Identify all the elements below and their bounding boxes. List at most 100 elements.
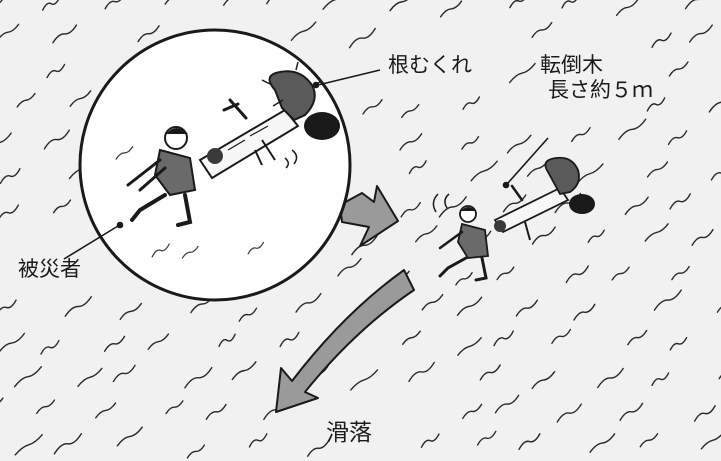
hatch-stroke bbox=[576, 163, 604, 184]
hatch-stroke bbox=[639, 433, 659, 448]
hatch-stroke bbox=[400, 201, 421, 218]
hatch-stroke bbox=[147, 333, 170, 350]
hatch-stroke bbox=[561, 0, 577, 9]
hatch-stroke bbox=[646, 161, 669, 178]
hatch-stroke bbox=[186, 444, 206, 459]
hatch-stroke bbox=[362, 98, 383, 115]
hatch-stroke bbox=[515, 299, 539, 317]
motion-marks bbox=[284, 149, 450, 213]
root-upturn-label: 根むくれ bbox=[388, 53, 472, 77]
hatch-stroke bbox=[470, 160, 498, 182]
hatch-stroke bbox=[669, 336, 688, 351]
hatch-stroke bbox=[0, 0, 3, 4]
hatch-stroke bbox=[165, 400, 184, 415]
hatch-stroke bbox=[671, 265, 690, 281]
hatch-stroke bbox=[350, 369, 379, 391]
hatch-stroke bbox=[307, 439, 330, 457]
hatch-stroke bbox=[551, 328, 572, 345]
slide-arrow bbox=[275, 269, 415, 413]
hatch-stroke bbox=[95, 402, 117, 419]
hatch-stroke bbox=[438, 196, 467, 218]
hatch-stroke bbox=[653, 289, 682, 311]
hatch-stroke bbox=[589, 433, 616, 453]
hatch-stroke bbox=[399, 133, 423, 151]
slide-label: 滑落 bbox=[326, 420, 372, 446]
hatch-stroke bbox=[64, 296, 92, 317]
hatch-stroke bbox=[624, 196, 649, 216]
hatch-stroke bbox=[205, 403, 227, 420]
victim-figure-small bbox=[438, 205, 531, 282]
hatch-stroke bbox=[646, 97, 666, 112]
hatch-stroke bbox=[518, 433, 541, 451]
hatch-stroke bbox=[493, 330, 515, 347]
hatch-stroke bbox=[496, 266, 515, 281]
magnify-arrow bbox=[339, 185, 399, 247]
victim-label: 被災者 bbox=[18, 257, 81, 281]
hatch-stroke bbox=[644, 223, 669, 242]
hatch-stroke bbox=[455, 272, 473, 286]
hatch-stroke bbox=[164, 0, 170, 5]
hatch-stroke bbox=[266, 0, 271, 5]
hatch-stroke bbox=[348, 27, 376, 49]
hatch-stroke bbox=[462, 96, 481, 110]
hatch-stroke bbox=[684, 0, 700, 10]
fallen-tree-label: 転倒木 長さ約５ｍ bbox=[540, 53, 653, 103]
hatch-stroke bbox=[119, 302, 143, 321]
hatch-stroke bbox=[691, 228, 714, 246]
hatch-stroke bbox=[53, 433, 82, 455]
hatch-stroke bbox=[151, 243, 170, 258]
hatch-stroke bbox=[402, 330, 421, 346]
hatch-stroke bbox=[115, 146, 134, 160]
hatch-stroke bbox=[627, 329, 648, 346]
hatch-stroke bbox=[222, 0, 229, 6]
hatch-stroke bbox=[531, 370, 556, 390]
hatch-stroke bbox=[651, 32, 672, 49]
hatch-stroke bbox=[667, 130, 688, 146]
hatch-stroke bbox=[389, 0, 409, 12]
hatch-stroke bbox=[565, 265, 589, 284]
fallen-tree-zoomed bbox=[198, 61, 340, 180]
hatch-stroke bbox=[531, 21, 553, 39]
hatch-stroke bbox=[238, 307, 258, 322]
hatch-stroke bbox=[0, 132, 12, 144]
hatch-stroke bbox=[688, 24, 713, 43]
hatch-stroke bbox=[0, 332, 26, 353]
hatch-stroke bbox=[597, 367, 624, 389]
hatch-stroke bbox=[218, 333, 236, 348]
hatch-stroke bbox=[337, 257, 362, 277]
hatch-stroke bbox=[351, 235, 378, 256]
hatch-stroke bbox=[439, 0, 463, 18]
hatch-stroke bbox=[104, 0, 122, 10]
hatch-stroke bbox=[669, 193, 692, 210]
hatch-stroke bbox=[408, 361, 435, 383]
hatch-stroke bbox=[693, 405, 716, 422]
hatch-stroke bbox=[573, 303, 596, 321]
hatch-stroke bbox=[248, 433, 268, 448]
hatch-stroke bbox=[0, 168, 21, 185]
hatch-stroke bbox=[668, 61, 689, 77]
fallen-tree-small bbox=[493, 156, 595, 234]
hatch-stroke bbox=[508, 62, 536, 84]
hatch-stroke bbox=[295, 292, 322, 313]
hatch-stroke bbox=[52, 199, 72, 214]
hatch-stroke bbox=[116, 426, 143, 447]
hatch-stroke bbox=[420, 433, 440, 448]
hatch-stroke bbox=[16, 92, 36, 108]
hatch-stroke bbox=[531, 226, 556, 245]
hatch-stroke bbox=[112, 364, 136, 383]
hatch-stroke bbox=[461, 135, 480, 150]
hatch-stroke bbox=[476, 430, 497, 446]
hatch-stroke bbox=[279, 331, 300, 348]
hatch-stroke bbox=[708, 101, 721, 113]
hatch-stroke bbox=[52, 24, 78, 44]
hatch-stroke bbox=[401, 103, 420, 119]
hatch-stroke bbox=[0, 23, 20, 39]
fallen-tree-label-line1: 転倒木 bbox=[540, 53, 603, 77]
hatch-stroke bbox=[571, 126, 591, 143]
hatch-stroke bbox=[619, 402, 644, 421]
hatch-stroke bbox=[77, 367, 103, 388]
hatch-stroke bbox=[36, 399, 56, 415]
hatch-stroke bbox=[40, 339, 60, 355]
